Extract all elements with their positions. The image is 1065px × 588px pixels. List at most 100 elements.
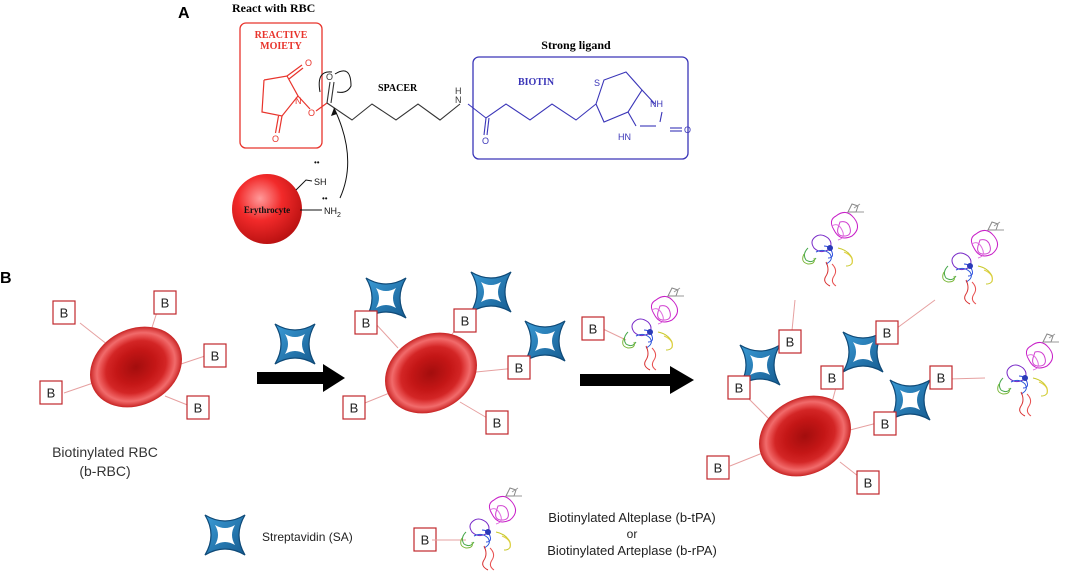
nh2-text: NH xyxy=(324,206,337,216)
streptavidin-icon xyxy=(470,271,512,313)
enzyme-icon xyxy=(622,287,685,371)
atom-hn-left: HN xyxy=(618,132,631,142)
atom-o-ring-bottom: O xyxy=(272,134,279,144)
stage-2-rbc-sa xyxy=(354,271,566,423)
biotin-tag-label: B xyxy=(589,322,598,337)
biotin-tag-label: B xyxy=(864,476,873,491)
biotin-tag: B xyxy=(929,365,953,390)
biotin-tag-label: B xyxy=(828,371,837,386)
biotin-tag: B xyxy=(873,411,897,436)
biotin-tag-label: B xyxy=(493,416,502,431)
biotin-tag-label: B xyxy=(714,461,723,476)
biotin-tags: B B B B B B B B B B B B B B B B B B B B xyxy=(39,290,953,552)
biotin-tag: B xyxy=(453,308,477,333)
panel-a-label: A xyxy=(178,5,190,22)
biotin-tag: B xyxy=(727,375,751,400)
enzyme-icon xyxy=(942,221,1005,305)
reactive-moiety-line1: REACTIVE xyxy=(255,30,308,41)
atom-n-ring: N xyxy=(295,96,302,106)
biotin-tag: B xyxy=(39,380,63,405)
biotin-tag: B xyxy=(778,329,802,354)
biotin-structure xyxy=(467,71,682,136)
biotin-tag: B xyxy=(186,395,210,420)
atom-o-amide: O xyxy=(482,136,489,146)
biotin-tag: B xyxy=(507,355,531,380)
biotin-tag-label: B xyxy=(211,349,220,364)
biotin-tag-label: B xyxy=(461,314,470,329)
legend-sa-label: Streptavidin (SA) xyxy=(262,530,353,544)
biotin-tag: B xyxy=(820,365,844,390)
biotin-tag-label: B xyxy=(786,335,795,350)
biotin-tag: B xyxy=(52,300,76,325)
atom-nh-right: NH xyxy=(650,99,663,109)
biotin-tag-label: B xyxy=(194,401,203,416)
arrow-2 xyxy=(580,366,694,394)
biotin-tag-label: B xyxy=(937,371,946,386)
atom-o-carbonyl: O xyxy=(326,72,333,82)
stage-1-rbc xyxy=(63,311,206,408)
legend-enzyme-or: or xyxy=(627,527,638,541)
arrow-head-1 xyxy=(331,108,337,116)
biotin-tag: B xyxy=(354,310,378,335)
react-with-rbc-title: React with RBC xyxy=(232,1,315,15)
stage-3-complex xyxy=(729,203,1060,484)
stage-2-enzyme xyxy=(602,287,685,371)
biotin-tag-label: B xyxy=(735,381,744,396)
reactive-moiety-box xyxy=(239,22,323,149)
legend-enzyme xyxy=(432,487,523,571)
biotin-tag-label: B xyxy=(362,316,371,331)
electron-push-arrows xyxy=(318,70,352,199)
biotin-tag: B xyxy=(706,455,730,480)
biotin-tag-label: B xyxy=(47,386,56,401)
biotin-tag: B xyxy=(485,410,509,435)
sh-lone-pair: •• xyxy=(314,158,320,167)
spacer-label: SPACER xyxy=(378,83,418,94)
reactive-moiety-line2: MOIETY xyxy=(260,41,302,52)
nh2-lone-pair: •• xyxy=(322,194,328,203)
enzyme-icon xyxy=(802,203,865,287)
atom-o-urea: O xyxy=(684,125,691,135)
biotin-tag: B xyxy=(581,316,605,341)
streptavidin-icon xyxy=(274,323,316,365)
biotin-tag: B xyxy=(856,470,880,495)
biotin-label: BIOTIN xyxy=(518,77,555,88)
biotin-tag: B xyxy=(342,395,366,420)
panel-b-label: B xyxy=(0,270,12,287)
nh2-label: NH2 xyxy=(324,206,341,219)
legend-enzyme-line1: Biotinylated Alteplase (b-tPA) xyxy=(548,510,715,525)
biotin-tag: B xyxy=(875,320,899,345)
biotin-tag-label: B xyxy=(60,306,69,321)
streptavidin-icon xyxy=(524,320,566,362)
rbc-cell-1-highlight xyxy=(90,326,182,408)
biotin-tag-label: B xyxy=(421,533,430,548)
legend-enzyme-line2: Biotinylated Arteplase (b-rPA) xyxy=(547,543,717,558)
biotin-tag-label: B xyxy=(881,417,890,432)
atom-s-ring: S xyxy=(594,78,600,88)
biotin-tag: B xyxy=(153,290,177,315)
rbc-cell-3-highlight xyxy=(759,395,851,477)
enzyme-icon xyxy=(997,333,1060,417)
sh-label: SH xyxy=(314,177,327,187)
spacer-chain xyxy=(326,81,461,121)
atom-h-amide: H xyxy=(455,86,462,96)
atom-n-amide: N xyxy=(455,95,462,105)
succinimide-ring xyxy=(261,64,328,134)
legend-enzyme-icon xyxy=(460,487,523,571)
legend-streptavidin-icon xyxy=(204,514,246,556)
erythrocyte-label: Erythrocyte xyxy=(244,205,290,215)
atom-o-ring-top: O xyxy=(305,58,312,68)
biotin-tag-label: B xyxy=(350,401,359,416)
rbc-cell-2-highlight xyxy=(385,332,477,414)
strong-ligand-title: Strong ligand xyxy=(541,38,611,52)
b-rbc-label-line2: (b-RBC) xyxy=(79,463,130,479)
atom-o-link: O xyxy=(308,108,315,118)
b-rbc-label-line1: Biotinylated RBC xyxy=(52,444,158,460)
nh2-subscript: 2 xyxy=(337,212,341,219)
biotin-tag-label: B xyxy=(515,361,524,376)
erythrocyte-sphere xyxy=(232,174,302,244)
arrow-1 xyxy=(257,364,345,392)
biotin-tag-label: B xyxy=(883,326,892,341)
biotin-tag-label: B xyxy=(161,296,170,311)
biotin-tag: B xyxy=(203,343,227,368)
